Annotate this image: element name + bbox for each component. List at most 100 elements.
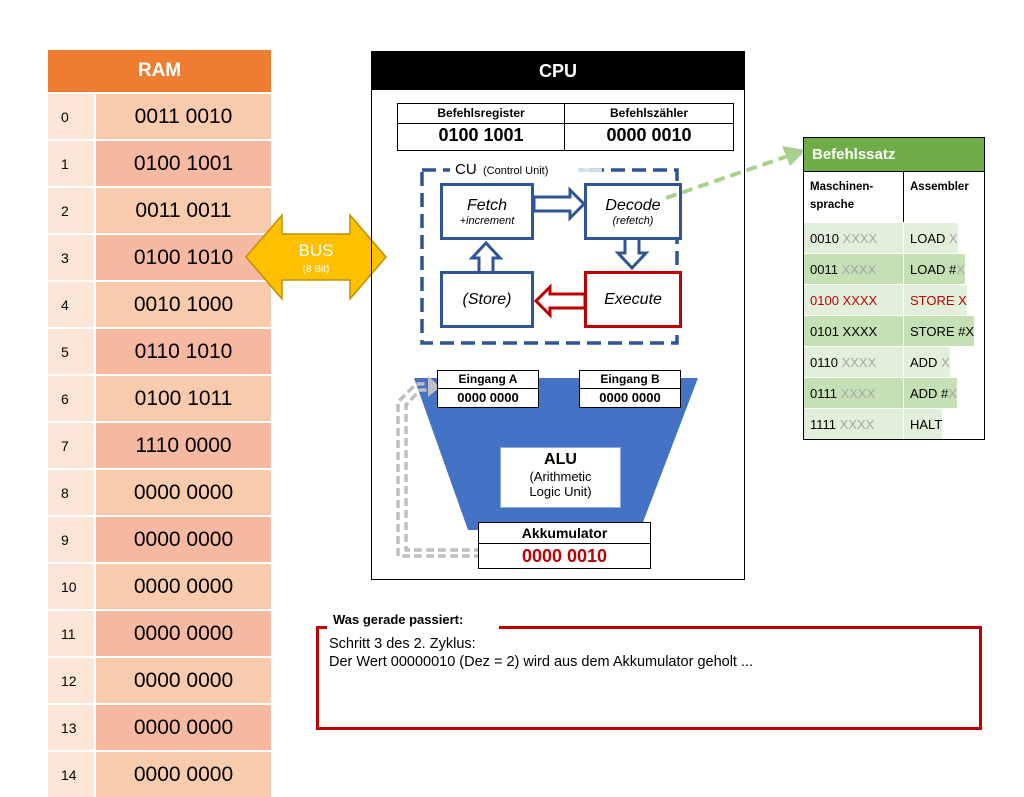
assembler-suffix: X bbox=[941, 354, 950, 370]
register-row: Befehlsregister 0100 1001 Befehlszähler … bbox=[397, 103, 734, 151]
operand: XXXX bbox=[837, 354, 877, 370]
opcode: 0110 bbox=[810, 354, 838, 370]
ram-value: 0100 1001 bbox=[96, 141, 271, 186]
befehlszaehler: Befehlszähler 0000 0010 bbox=[565, 103, 734, 151]
execute-label: Execute bbox=[604, 290, 662, 308]
cpu-title: CPU bbox=[372, 52, 744, 90]
status-box: Schritt 3 des 2. Zyklus: Der Wert 000000… bbox=[316, 626, 982, 730]
status-label: Was gerade passiert: bbox=[327, 609, 499, 631]
eingang-b-value: 0000 0000 bbox=[599, 390, 661, 405]
decode-label: Decode bbox=[605, 196, 661, 214]
opcode-cell: 0011 XXXX bbox=[804, 254, 904, 284]
ram-address: 4 bbox=[48, 282, 94, 327]
assembler-cell: ADD X bbox=[904, 347, 950, 377]
opcode: 0010 bbox=[810, 230, 839, 246]
ram-address: 11 bbox=[48, 611, 94, 656]
fetch-label: Fetch bbox=[466, 196, 507, 214]
befehlssatz-row: 0110 XXXX ADD X bbox=[804, 346, 984, 377]
opcode: 1111 bbox=[810, 416, 837, 432]
assembler-cell: STORE X bbox=[904, 285, 967, 315]
assembler-cell: ADD #X bbox=[904, 378, 957, 408]
assembler-cell: LOAD #X bbox=[904, 254, 965, 284]
assembler: LOAD bbox=[910, 230, 950, 246]
opcode: 0111 bbox=[810, 385, 837, 401]
ram-address: 0 bbox=[48, 94, 94, 139]
ram-value: 0000 0000 bbox=[96, 564, 271, 609]
assembler-suffix: X bbox=[958, 292, 967, 308]
assembler: ADD # bbox=[910, 385, 949, 401]
befehlsregister: Befehlsregister 0100 1001 bbox=[397, 103, 566, 151]
eingang-b: Eingang B 0000 0000 bbox=[579, 370, 681, 408]
store-step: (Store) bbox=[440, 271, 534, 328]
ram-address: 2 bbox=[48, 188, 94, 233]
opcode-cell: 1111 XXXX bbox=[804, 409, 904, 439]
ram-address: 7 bbox=[48, 423, 94, 468]
assembler-suffix: X bbox=[956, 261, 965, 277]
ram-address: 14 bbox=[48, 752, 94, 797]
ram-value: 0010 1000 bbox=[96, 282, 271, 327]
bus-arrow: BUS (8 Bit) bbox=[245, 212, 387, 302]
operand: XXXX bbox=[838, 230, 878, 246]
alu-line1: (Arithmetic bbox=[529, 469, 592, 484]
bus-sublabel: (8 Bit) bbox=[303, 264, 330, 275]
assembler-cell: STORE #X bbox=[904, 316, 975, 346]
befehlssatz-header-row: Maschinen-sprache Assembler bbox=[804, 171, 984, 222]
befehlsregister-value: 0100 1001 bbox=[438, 125, 524, 145]
assembler: HALT bbox=[910, 416, 943, 432]
opcode: 0101 XXXX bbox=[810, 323, 878, 339]
befehlszaehler-label: Befehlszähler bbox=[565, 104, 733, 124]
befehlssatz-title: Befehlssatz bbox=[804, 138, 984, 171]
opcode: 0011 bbox=[810, 261, 838, 277]
cpu-diagram: CU (Control Unit) bbox=[396, 160, 698, 558]
befehlssatz-row: 0111 XXXX ADD #X bbox=[804, 377, 984, 408]
befehlssatz-row: 0100 XXXX STORE X bbox=[804, 284, 984, 315]
eingang-b-label: Eingang B bbox=[580, 371, 680, 389]
cpu-panel: CPU bbox=[371, 51, 745, 580]
eingang-a: Eingang A 0000 0000 bbox=[437, 370, 539, 408]
akkumulator: Akkumulator 0000 0010 bbox=[478, 522, 651, 569]
decode-lookup-arrow bbox=[665, 146, 806, 200]
ram-address: 10 bbox=[48, 564, 94, 609]
cu-sublabel: (Control Unit) bbox=[483, 165, 548, 177]
ram-value: 0100 1011 bbox=[96, 376, 271, 421]
befehlszaehler-value: 0000 0010 bbox=[606, 125, 692, 145]
assembler: LOAD # bbox=[910, 261, 957, 277]
execute-step: Execute bbox=[584, 271, 682, 328]
ram-value: 0000 0000 bbox=[96, 705, 271, 750]
operand: XXXX bbox=[838, 292, 878, 308]
assembler: STORE #X bbox=[910, 323, 975, 339]
cu-label: CU bbox=[455, 161, 477, 178]
operand: XXXX bbox=[837, 385, 876, 401]
bus-label: BUS bbox=[299, 241, 334, 260]
assembler: STORE bbox=[910, 292, 959, 308]
store-label: (Store) bbox=[462, 290, 512, 308]
decode-step: Decode (refetch) bbox=[584, 183, 682, 240]
opcode-cell: 0010 XXXX bbox=[804, 223, 904, 253]
ram-address: 12 bbox=[48, 658, 94, 703]
assembler-suffix: X bbox=[948, 385, 957, 401]
operand: XXXX bbox=[837, 261, 877, 277]
operand: XXXX bbox=[836, 416, 875, 432]
ram-value: 0011 0011 bbox=[96, 188, 271, 233]
ram-value: 0011 0010 bbox=[96, 94, 271, 139]
alu-line2: Logic Unit) bbox=[529, 484, 592, 499]
alu-label-box: ALU (Arithmetic Logic Unit) bbox=[500, 447, 621, 508]
status-line1: Schritt 3 des 2. Zyklus: bbox=[329, 636, 476, 652]
fetch-sub: +increment bbox=[459, 214, 515, 227]
ram-value: 0100 1010 bbox=[96, 235, 271, 280]
befehlssatz-row: 0101 XXXX STORE #X bbox=[804, 315, 984, 346]
opcode: 0100 bbox=[810, 292, 839, 308]
fetch-step: Fetch +increment bbox=[440, 183, 534, 240]
